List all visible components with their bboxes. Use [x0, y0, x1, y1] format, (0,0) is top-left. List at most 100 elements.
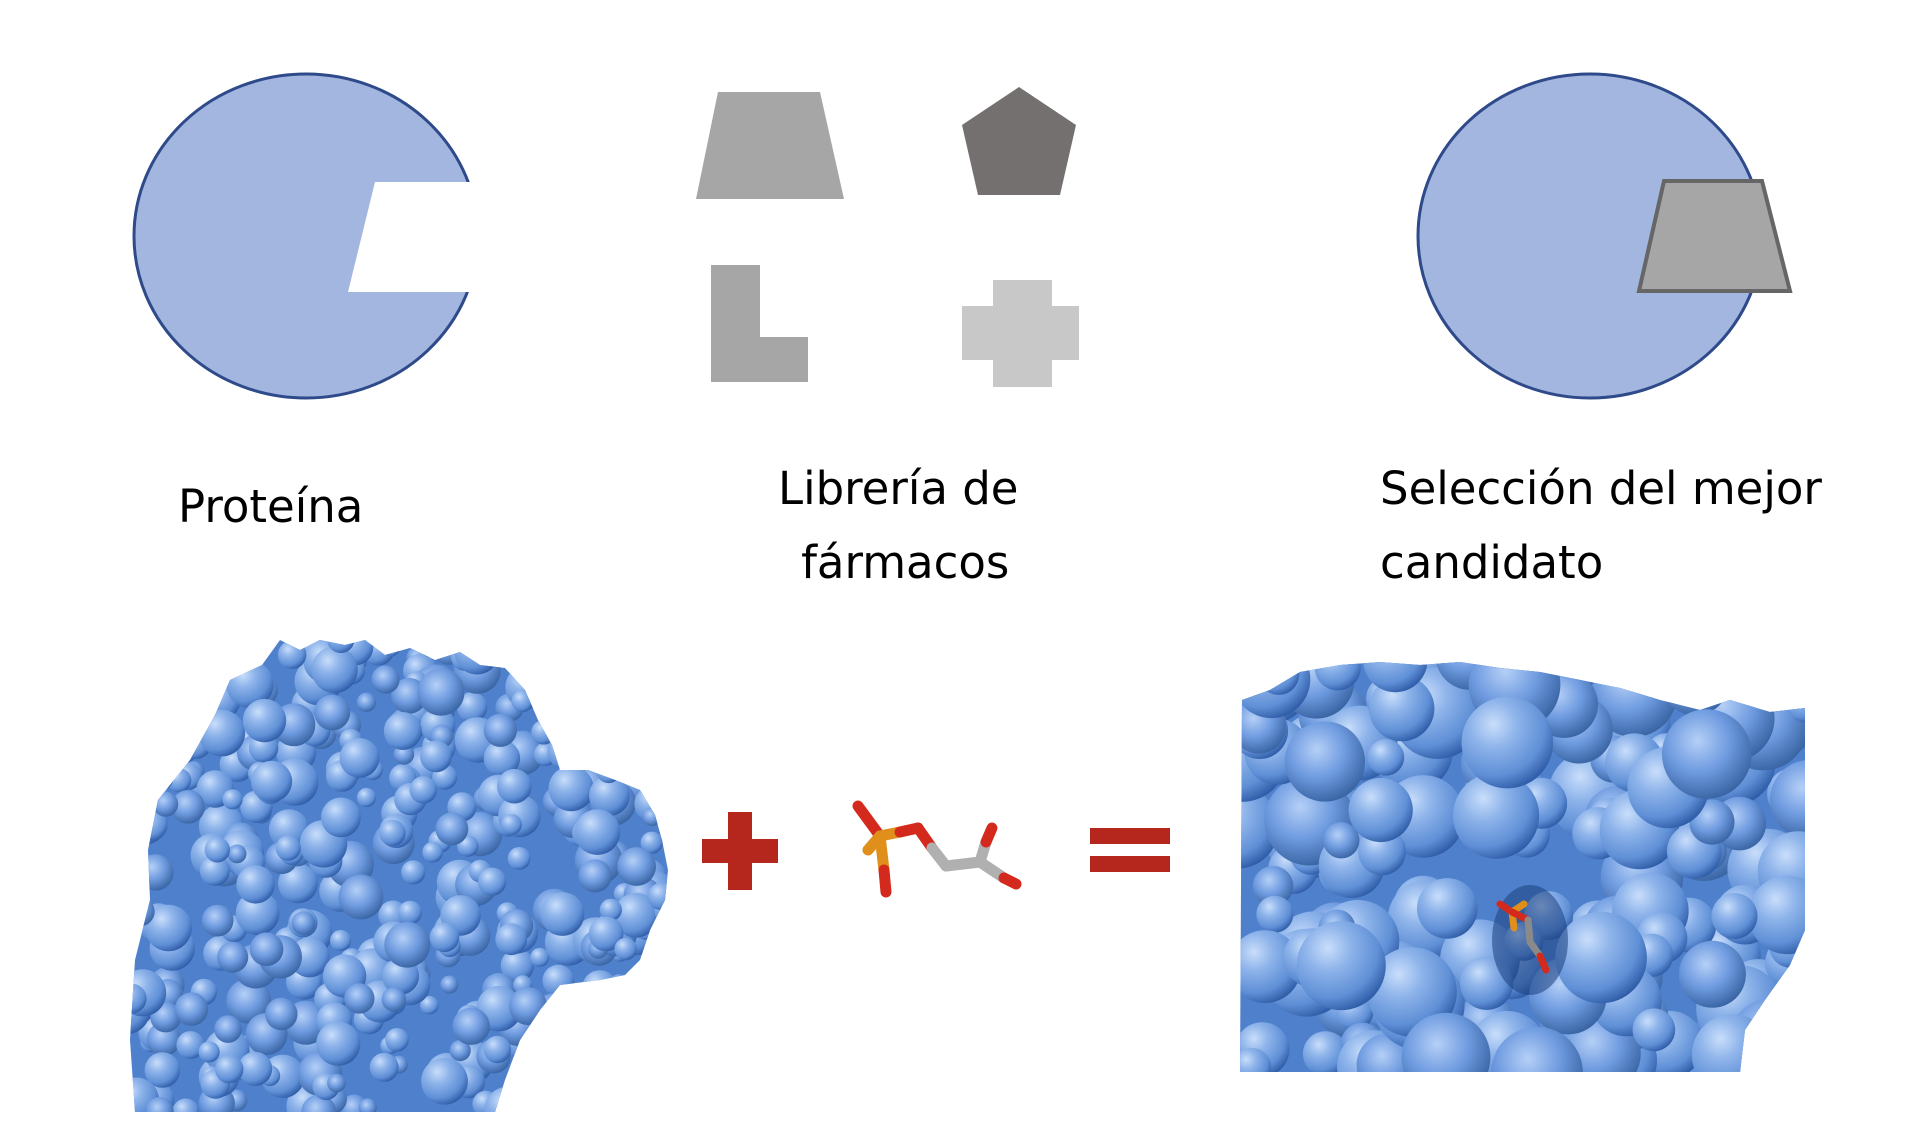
surface-bump	[654, 746, 668, 770]
surface-bump	[1662, 709, 1752, 799]
surface-bump	[371, 665, 400, 694]
surface-bump	[153, 791, 179, 817]
surface-bump	[139, 688, 177, 726]
equals-bar-top	[1090, 828, 1170, 844]
surface-bump	[1348, 777, 1413, 843]
surface-bump	[145, 1097, 174, 1112]
surface-bump	[558, 730, 597, 769]
surface-bump	[330, 929, 352, 952]
surface-bump	[381, 987, 407, 1012]
surface-bump	[130, 823, 142, 849]
surface-bump	[452, 1007, 490, 1045]
surface-bump	[609, 1066, 653, 1110]
surface-bump	[596, 717, 618, 739]
surface-bump	[619, 1090, 660, 1112]
surface-bump	[135, 693, 164, 722]
surface-bump	[497, 768, 532, 804]
surface-bump	[171, 790, 205, 824]
surface-bump	[638, 740, 658, 760]
surface-bump	[530, 947, 550, 967]
surface-bump	[566, 1056, 606, 1097]
surface-bump	[588, 916, 624, 952]
best-candidate-label-line-1: Selección del mejor	[1380, 462, 1822, 515]
surface-bump	[144, 1052, 181, 1088]
surface-bump	[435, 812, 469, 846]
library-label-line-1: Librería de	[778, 462, 1019, 515]
surface-bump	[338, 874, 384, 920]
surface-bump	[130, 645, 141, 665]
surface-bump	[495, 640, 520, 654]
surface-bump	[578, 859, 612, 893]
surface-bump	[614, 937, 637, 961]
binding-pocket-cutout	[348, 182, 490, 292]
bound-trapezoid	[1636, 179, 1793, 293]
surface-bump	[581, 712, 622, 753]
surface-bump	[583, 1088, 608, 1112]
trapezoid-shape	[696, 92, 844, 199]
surface-bump	[642, 807, 662, 827]
surface-bump	[596, 698, 635, 738]
surface-bump	[548, 1094, 574, 1112]
surface-bump	[1691, 1014, 1774, 1072]
surface-bump	[541, 1017, 572, 1048]
surface-bump	[643, 749, 668, 798]
surface-bump	[582, 970, 618, 1006]
surface-bump	[621, 713, 650, 742]
surface-bump	[130, 983, 147, 1014]
docked-complex-render	[1240, 662, 1805, 1072]
surface-bump	[647, 882, 668, 911]
surface-bump	[548, 766, 594, 812]
surface-bump	[600, 706, 640, 746]
surface-bump	[356, 692, 377, 712]
surface-bump	[1367, 739, 1405, 776]
surface-bump	[531, 719, 556, 745]
surface-bump	[327, 1073, 346, 1093]
surface-bump	[344, 983, 375, 1014]
surface-bump	[201, 904, 234, 937]
surface-bump	[510, 1076, 529, 1095]
surface-bump	[495, 923, 528, 956]
pentagon-shape	[962, 87, 1076, 195]
surface-bump	[265, 997, 298, 1031]
surface-bump	[1678, 940, 1746, 1008]
surface-bump	[384, 921, 431, 968]
surface-bump	[382, 640, 401, 657]
surface-bump	[565, 1012, 610, 1056]
surface-bump	[571, 739, 592, 760]
surface-bump	[421, 1057, 468, 1105]
surface-bump	[571, 691, 607, 728]
surface-bump	[249, 932, 284, 966]
surface-bump	[420, 996, 439, 1015]
surface-bump	[507, 847, 531, 870]
surface-bump	[422, 841, 443, 863]
surface-bump	[483, 740, 521, 777]
surface-bump	[548, 640, 571, 653]
surface-bump	[161, 685, 196, 720]
surface-bump	[541, 1039, 585, 1083]
surface-bump	[521, 1098, 555, 1112]
surface-bump	[449, 1039, 471, 1062]
surface-bump	[454, 640, 500, 675]
surface-bump	[638, 1027, 667, 1055]
surface-bump	[1284, 721, 1365, 802]
surface-bump	[215, 1055, 244, 1084]
best-candidate-label-line-2: candidato	[1380, 536, 1604, 589]
surface-bump	[235, 891, 280, 935]
equals-operator	[1090, 828, 1170, 872]
drug-library-shapes	[696, 87, 1079, 387]
surface-bump	[148, 726, 175, 753]
surface-bump	[222, 640, 253, 670]
surface-bump	[501, 640, 542, 656]
surface-bump	[599, 898, 622, 921]
surface-bump	[511, 690, 534, 713]
surface-bump	[419, 640, 443, 658]
surface-bump	[1417, 878, 1478, 939]
surface-bump	[1786, 683, 1805, 723]
surface-bump	[385, 1028, 409, 1052]
surface-bump	[141, 731, 163, 754]
surface-bump	[478, 867, 507, 896]
surface-bump	[140, 778, 161, 799]
surface-bump	[227, 844, 247, 864]
surface-bump	[222, 789, 243, 810]
